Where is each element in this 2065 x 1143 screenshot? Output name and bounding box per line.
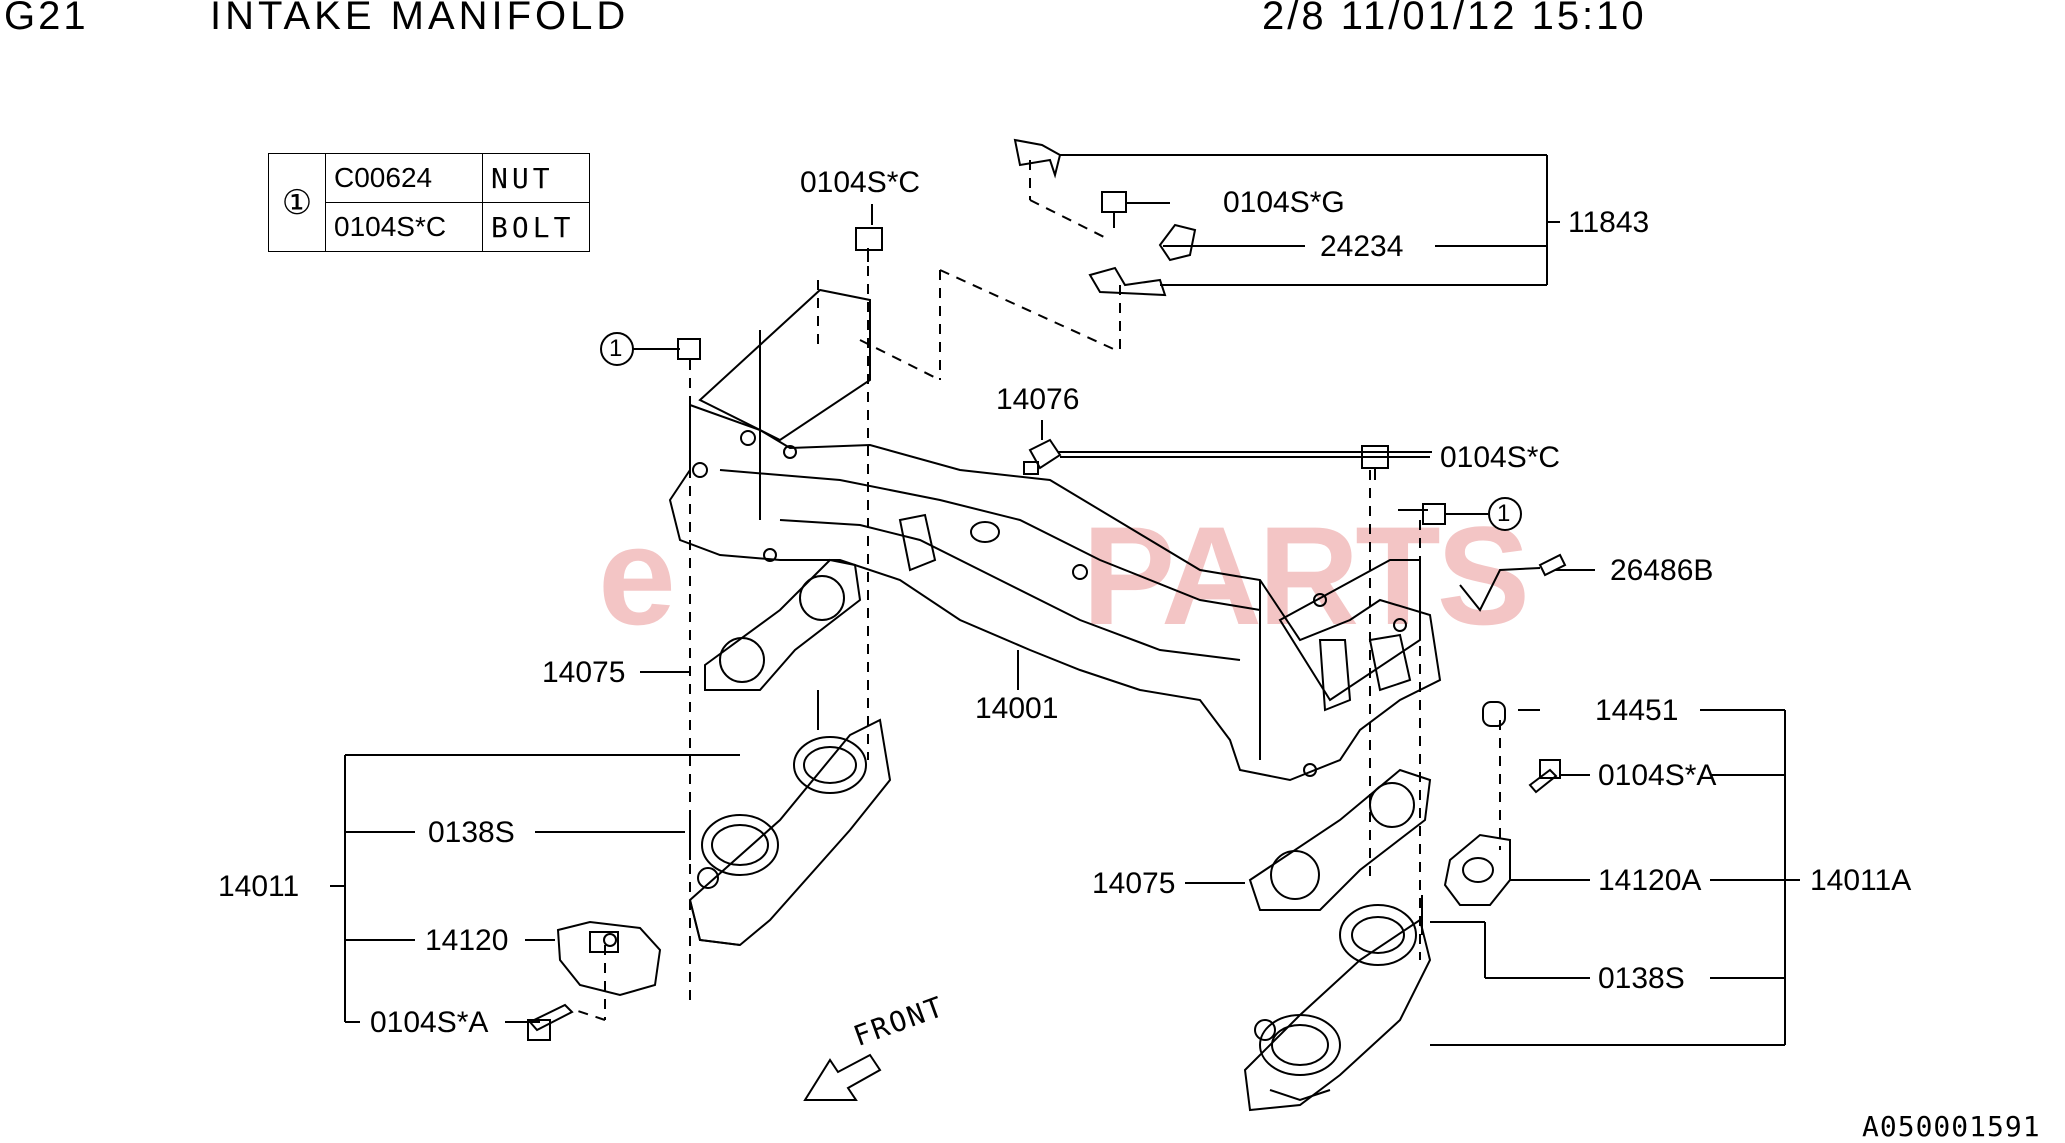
- sensor-26486B: [1459, 553, 1567, 612]
- circled-ref-left-num: 1: [609, 335, 623, 362]
- callout-0104S-A-right: 0104S*A: [1598, 759, 1717, 792]
- intake-manifold-14001: [668, 403, 1442, 782]
- bolt-0104S-A-left: [527, 1003, 574, 1041]
- nut-c00624-right: [1422, 503, 1446, 525]
- idle-control-14120A: [1443, 833, 1511, 906]
- callout-14120A: 14120A: [1598, 864, 1702, 897]
- diagram-title: INTAKE MANIFOLD: [210, 0, 630, 38]
- cap-14451: [1482, 701, 1506, 727]
- legend-desc-bolt: BOLT: [482, 202, 590, 252]
- callout-14076: 14076: [996, 383, 1080, 416]
- callout-14075-left: 14075: [542, 656, 626, 689]
- callout-14001: 14001: [975, 692, 1059, 725]
- leader-lines: [330, 154, 1800, 1046]
- legend-table: ① C00624 NUT 0104S*C BOLT: [268, 153, 590, 252]
- throttle-body-14011A: [1243, 895, 1432, 1112]
- callout-0104S-C-right: 0104S*C: [1440, 441, 1561, 474]
- watermark-brand: PARTS: [1082, 497, 1530, 654]
- gasket-14075-left: [704, 558, 862, 691]
- circled-ref-right-num: 1: [1497, 500, 1511, 527]
- bolt-0104S-C-top: [855, 227, 883, 262]
- callout-24234: 24234: [1320, 230, 1404, 263]
- drawing-reference-code: A050001591: [1862, 1110, 2041, 1143]
- callout-0138S-right: 0138S: [1598, 962, 1685, 995]
- diagram-code: G21: [4, 0, 89, 38]
- sensor-14076: [1023, 438, 1062, 475]
- callout-14011: 14011: [218, 870, 300, 903]
- callout-0104S-A-left: 0104S*A: [370, 1006, 489, 1039]
- bolt-0104S-A-right: [1528, 759, 1561, 794]
- throttle-sensor-14120: [556, 920, 662, 997]
- callout-14011A: 14011A: [1810, 864, 1912, 897]
- legend-symbol: ①: [268, 153, 326, 252]
- callout-11843: 11843: [1568, 206, 1650, 239]
- throttle-body-14011: [688, 690, 892, 947]
- gasket-14075-right: [1248, 768, 1432, 911]
- alignment-lines: [574, 160, 1501, 1021]
- front-arrow: [803, 1053, 882, 1101]
- bolt-0104S-C-right: [1361, 445, 1389, 480]
- callout-0104S-G: 0104S*G: [1223, 186, 1345, 219]
- nut-c00624-left: [677, 338, 701, 360]
- callout-14451: 14451: [1595, 694, 1679, 727]
- callout-26486B: 26486B: [1610, 554, 1714, 587]
- bolt-0104S-G: [1101, 191, 1127, 228]
- clip-24234: [1158, 223, 1197, 262]
- bracket-11843: [1013, 138, 1167, 297]
- legend-part-bolt: 0104S*C: [325, 202, 483, 252]
- callout-0104S-C-top: 0104S*C: [800, 166, 921, 199]
- diagram-date: 2/8 11/01/12 15:10: [1262, 0, 1647, 38]
- circled-ref-left: [600, 332, 634, 366]
- callout-14120: 14120: [425, 924, 509, 957]
- manifold-cover-plate: [698, 288, 1421, 702]
- callout-0138S-left: 0138S: [428, 816, 515, 849]
- circled-ref-right: [1488, 497, 1522, 531]
- callout-14075-right: 14075: [1092, 867, 1176, 900]
- watermark-e: e: [598, 497, 676, 654]
- legend-part-nut: C00624: [325, 153, 483, 203]
